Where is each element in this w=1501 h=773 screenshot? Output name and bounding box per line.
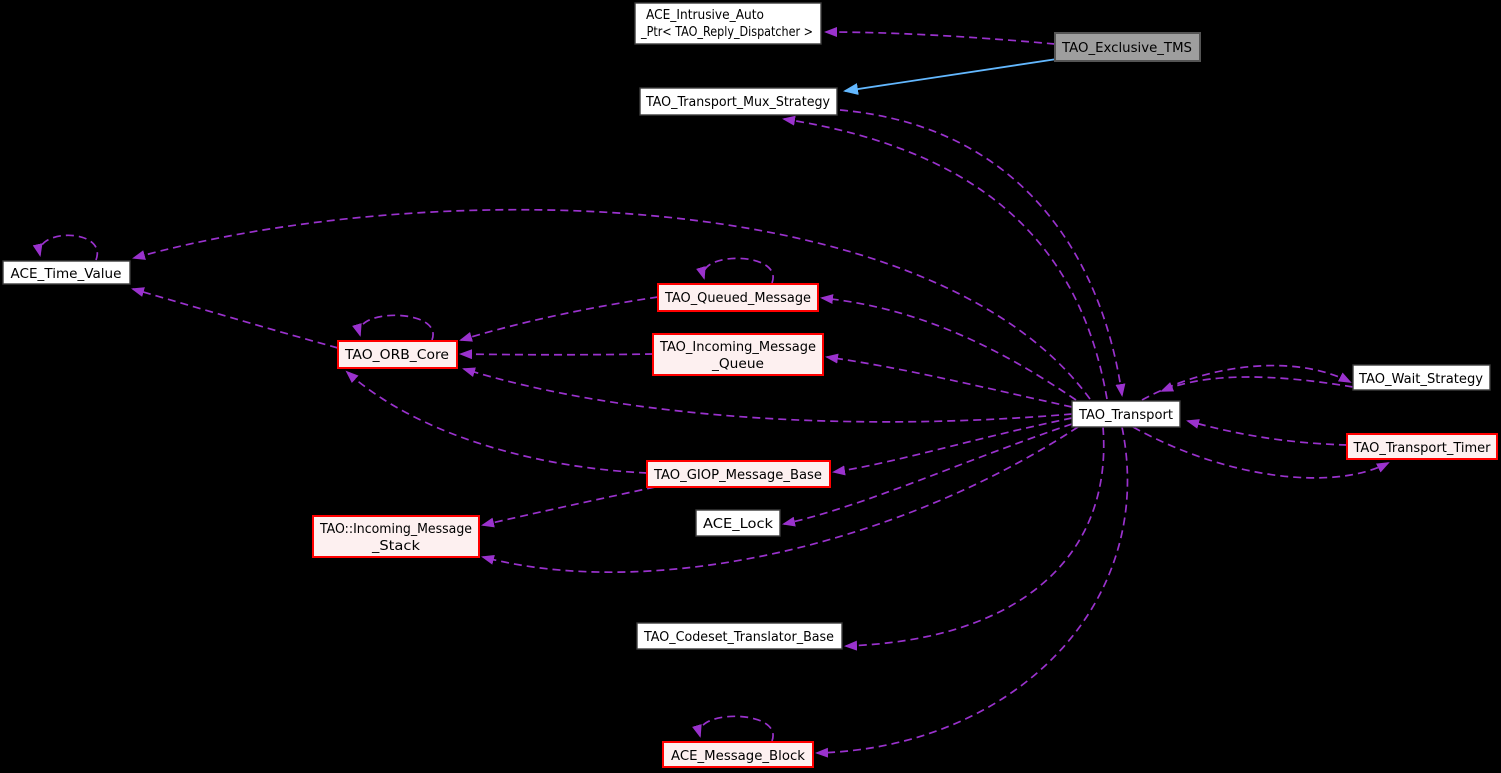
- edge-transport-to-message-block: [815, 426, 1129, 758]
- node-box[interactable]: [695, 509, 781, 537]
- node-tao-giop-message-base[interactable]: TAO_GIOP_Message_Base: [646, 460, 831, 488]
- node-label[interactable]: TAO_GIOP_Message_Base: [653, 468, 822, 483]
- node-label[interactable]: _Queue: [711, 357, 764, 372]
- node-box[interactable]: [657, 283, 819, 312]
- node-label[interactable]: TAO_Transport: [1078, 408, 1173, 423]
- node-label[interactable]: ACE_Intrusive_Auto: [646, 8, 764, 23]
- node-box[interactable]: [1071, 400, 1181, 428]
- edge-mux-strategy-to-transport: [839, 109, 1126, 397]
- node-label[interactable]: _Stack: [371, 539, 421, 554]
- node-label[interactable]: _Ptr< TAO_Reply_Dispatcher >: [640, 25, 813, 40]
- node-box[interactable]: [636, 622, 843, 650]
- node-box[interactable]: [652, 333, 824, 376]
- edge-layer: [32, 27, 1390, 758]
- edge-transport-to-wait-strategy: [1141, 364, 1352, 401]
- edge-transport-to-codeset-translator: [844, 426, 1105, 651]
- node-ace-lock[interactable]: ACE_Lock: [695, 509, 781, 537]
- node-box[interactable]: [639, 87, 838, 116]
- edge-transport-timer-to-transport: [1186, 419, 1348, 446]
- edge-transport-to-orb-core: [462, 367, 1073, 423]
- node-box[interactable]: [634, 2, 822, 45]
- node-label[interactable]: TAO_Incoming_Message: [659, 340, 816, 355]
- edge-transport-to-incoming-queue: [825, 353, 1073, 408]
- node-tao-codeset-translator-base[interactable]: TAO_Codeset_Translator_Base: [636, 622, 843, 650]
- edge-transport-to-time-value: [132, 208, 1091, 400]
- node-label[interactable]: TAO_Exclusive_TMS: [1061, 41, 1192, 56]
- node-box[interactable]: [312, 515, 480, 558]
- edge-inheritance-tms-to-mux-strategy: [843, 58, 1058, 95]
- edge-transport-to-mux-strategy: [782, 115, 1108, 400]
- node-label[interactable]: ACE_Message_Block: [671, 749, 805, 764]
- node-ace-message-block[interactable]: ACE_Message_Block: [662, 741, 814, 768]
- node-box[interactable]: [1054, 32, 1201, 62]
- edge-giop-to-incoming-stack: [481, 486, 656, 528]
- edge-giop-to-orb-core: [345, 370, 648, 474]
- edge-queued-message-self: [696, 257, 774, 284]
- node-tao-wait-strategy[interactable]: TAO_Wait_Strategy: [1352, 364, 1491, 391]
- node-tao-exclusive-tms[interactable]: TAO_Exclusive_TMS: [1054, 32, 1201, 62]
- node-box[interactable]: [1352, 364, 1491, 391]
- node-label[interactable]: TAO_Queued_Message: [664, 291, 811, 306]
- edge-orb-core-self: [352, 314, 434, 341]
- edge-time-value-self: [32, 234, 99, 261]
- edge-incoming-queue-to-orb-core: [459, 349, 654, 360]
- node-label[interactable]: TAO_Transport_Timer: [1353, 441, 1492, 456]
- node-box[interactable]: [1346, 433, 1498, 460]
- node-box[interactable]: [646, 460, 831, 488]
- edge-transport-to-giop: [832, 417, 1073, 476]
- edge-transport-to-transport-timer: [1132, 426, 1390, 479]
- node-box[interactable]: [337, 340, 458, 369]
- edge-queued-message-to-orb-core: [459, 296, 659, 342]
- node-label[interactable]: ACE_Time_Value: [11, 267, 122, 282]
- node-tao-transport-timer[interactable]: TAO_Transport_Timer: [1346, 433, 1498, 460]
- edge-transport-to-incoming-stack: [481, 426, 1079, 574]
- node-label[interactable]: TAO_Transport_Mux_Strategy: [645, 95, 830, 110]
- node-tao-incoming-message-queue[interactable]: TAO_Incoming_Message _Queue: [652, 333, 824, 376]
- node-tao-orb-core[interactable]: TAO_ORB_Core: [337, 340, 458, 369]
- node-label[interactable]: TAO_Wait_Strategy: [1358, 372, 1483, 387]
- edge-message-block-self: [692, 715, 774, 742]
- node-tao-transport-mux-strategy[interactable]: TAO_Transport_Mux_Strategy: [639, 87, 838, 116]
- edge-tms-to-intrusive-auto-ptr: [824, 27, 1056, 45]
- node-label[interactable]: ACE_Lock: [703, 517, 774, 532]
- node-tao-transport[interactable]: TAO_Transport: [1071, 400, 1181, 428]
- node-box[interactable]: [662, 741, 814, 768]
- edge-orb-core-to-time-value: [131, 287, 339, 349]
- edge-wait-strategy-to-transport: [1160, 376, 1354, 392]
- node-box[interactable]: [2, 260, 131, 285]
- node-ace-intrusive-auto-ptr[interactable]: ACE_Intrusive_Auto _Ptr< TAO_Reply_Dispa…: [634, 2, 822, 45]
- node-label[interactable]: TAO_ORB_Core: [344, 348, 449, 363]
- node-tao-queued-message[interactable]: TAO_Queued_Message: [657, 283, 819, 312]
- node-label[interactable]: TAO_Codeset_Translator_Base: [643, 630, 834, 645]
- node-label[interactable]: TAO::Incoming_Message: [319, 522, 472, 537]
- node-tao-incoming-message-stack[interactable]: TAO::Incoming_Message _Stack: [312, 515, 480, 558]
- node-ace-time-value[interactable]: ACE_Time_Value: [2, 260, 131, 285]
- edge-transport-to-queued-message: [820, 294, 1077, 401]
- edge-transport-to-ace-lock: [782, 423, 1073, 527]
